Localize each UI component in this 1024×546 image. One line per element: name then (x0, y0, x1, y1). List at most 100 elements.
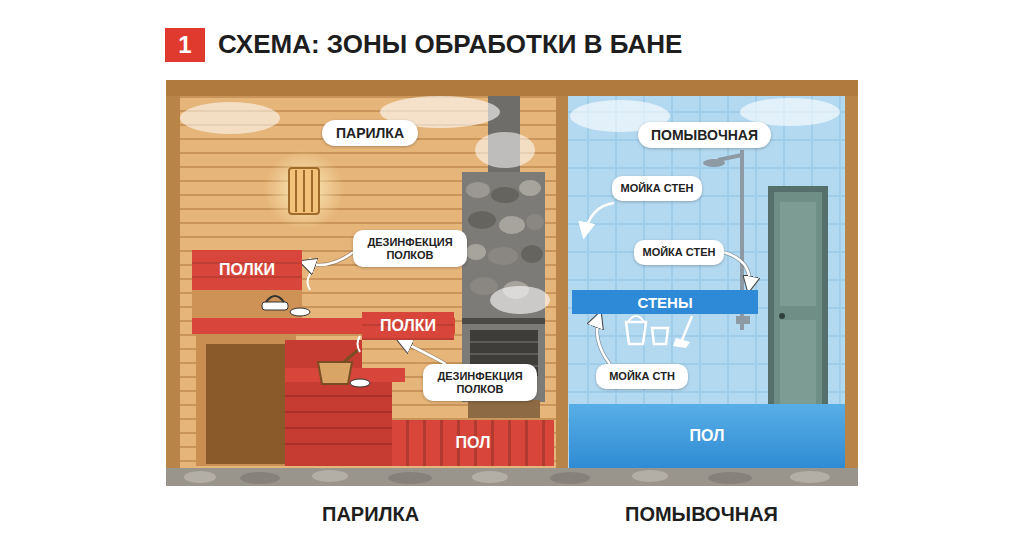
shower-and-door-part (780, 202, 816, 306)
building-frame-part (556, 96, 568, 468)
stove-part (462, 318, 545, 324)
cleaning-icons-part (626, 322, 646, 344)
stone-foundation-part (632, 470, 668, 482)
building-frame-part (166, 80, 858, 96)
stone-foundation-part (472, 471, 508, 483)
cleaning-icons-part (673, 338, 690, 348)
arrow-outline (302, 252, 353, 265)
cleaning-icons-part (628, 316, 644, 322)
callout-bubble: МОЙКА СТН (596, 364, 688, 389)
shower-and-door-part (774, 192, 822, 440)
title: СХЕМА: ЗОНЫ ОБРАБОТКИ В БАНЕ (218, 29, 682, 60)
stove-part (526, 214, 544, 230)
benches-part (285, 395, 392, 397)
arrow-outline (399, 340, 446, 364)
shower-and-door-part (736, 316, 750, 324)
stone-foundation-part (790, 471, 830, 483)
benches-part (196, 334, 296, 466)
brush-and-bucket-part (266, 296, 284, 302)
stone-foundation-part (166, 468, 858, 486)
room-caption: ПАРИЛКА (322, 503, 419, 526)
shower-and-door-part (703, 159, 725, 167)
node-text: ПОЛ (690, 427, 725, 445)
arrow-outline (724, 252, 750, 290)
building-frame-part (845, 96, 858, 468)
stove-part (491, 187, 519, 203)
brush-and-bucket-part (290, 308, 310, 316)
node-text: ПАРИЛКА (336, 125, 404, 141)
steam (180, 96, 840, 352)
stone-foundation (166, 468, 858, 486)
curved-arrow (597, 314, 610, 364)
node-text: ПОЛ (456, 434, 491, 452)
building-frame-part (166, 80, 858, 472)
node-text: ПОЛКИ (219, 261, 275, 279)
brush-and-bucket-part (262, 302, 288, 310)
cleaning-icons-part (682, 316, 692, 340)
room-label: ПОМЫВОЧНАЯ (638, 122, 771, 148)
brush-and-bucket (262, 296, 370, 387)
benches-part (285, 411, 392, 413)
node-text: МОЙКА СТЕН (642, 246, 715, 259)
shelf-band: ПОЛКИ (192, 250, 302, 290)
cleaning-icons (626, 316, 692, 348)
stove-part (470, 353, 538, 355)
benches-part (192, 290, 302, 318)
shower-and-door-part (718, 155, 742, 160)
steam-part (308, 258, 313, 290)
stove-part (519, 180, 541, 196)
steam-part (180, 102, 280, 134)
lamp-part (264, 150, 344, 230)
node-text: ПОМЫВОЧНАЯ (651, 127, 758, 143)
stone-foundation-part (708, 472, 752, 484)
benches-part (206, 344, 286, 464)
lamp-part (289, 168, 319, 214)
stove-part (521, 245, 543, 263)
callout-bubble: МОЙКА СТЕН (634, 240, 724, 265)
node-text: ДЕЗИНФЕКЦИЯ ПОЛКОВ (429, 370, 531, 395)
stove-part (468, 400, 540, 418)
stove-part (466, 244, 486, 260)
benches-part (285, 382, 392, 466)
building-frame-part (166, 96, 180, 468)
node-text: 1 (178, 31, 191, 59)
node-text: ПОЛКИ (380, 317, 436, 335)
building-frame-part (180, 96, 556, 468)
stone-foundation-part (312, 470, 348, 482)
lamp-part (303, 170, 305, 212)
shower-and-door-part (779, 313, 785, 319)
stone-foundation-part (550, 472, 590, 484)
benches-part (285, 427, 392, 429)
room-caption: ПОМЫВОЧНАЯ (625, 503, 778, 526)
lamp-part (311, 170, 313, 212)
wall-leader (584, 203, 614, 236)
callout-bubble: МОЙКА СТЕН (612, 176, 702, 201)
curved-arrow (724, 252, 750, 290)
wall-band: СТЕНЫ (572, 290, 758, 314)
stove-part (499, 216, 525, 234)
stove-part (468, 211, 496, 229)
node-text: СТЕНЫ (637, 294, 692, 311)
benches-part (285, 443, 392, 445)
floor-area: ПОЛ (392, 420, 554, 466)
benches-part (192, 318, 455, 334)
curved-arrow (302, 252, 353, 265)
node-text: МОЙКА СТН (609, 370, 675, 383)
arrow-outline (597, 314, 610, 364)
stove-part (466, 182, 490, 198)
lamp (264, 150, 344, 230)
steam-part (475, 132, 535, 168)
brush-and-bucket-part (344, 350, 358, 362)
cleaning-icons-part (652, 328, 668, 344)
steam-part (490, 286, 550, 314)
shelf-band: ПОЛКИ (362, 312, 454, 340)
node-text: МОЙКА СТЕН (620, 182, 693, 195)
callout-number: 1 (165, 28, 205, 62)
callout-bubble: ДЕЗИНФЕКЦИЯ ПОЛКОВ (423, 364, 537, 401)
stove-part (488, 247, 518, 265)
stone-foundation-part (240, 472, 280, 484)
node-text: ДЕЗИНФЕКЦИЯ ПОЛКОВ (359, 236, 461, 261)
room-label: ПАРИЛКА (322, 120, 418, 146)
stone-foundation-part (184, 471, 216, 483)
brush-and-bucket-part (318, 362, 352, 384)
